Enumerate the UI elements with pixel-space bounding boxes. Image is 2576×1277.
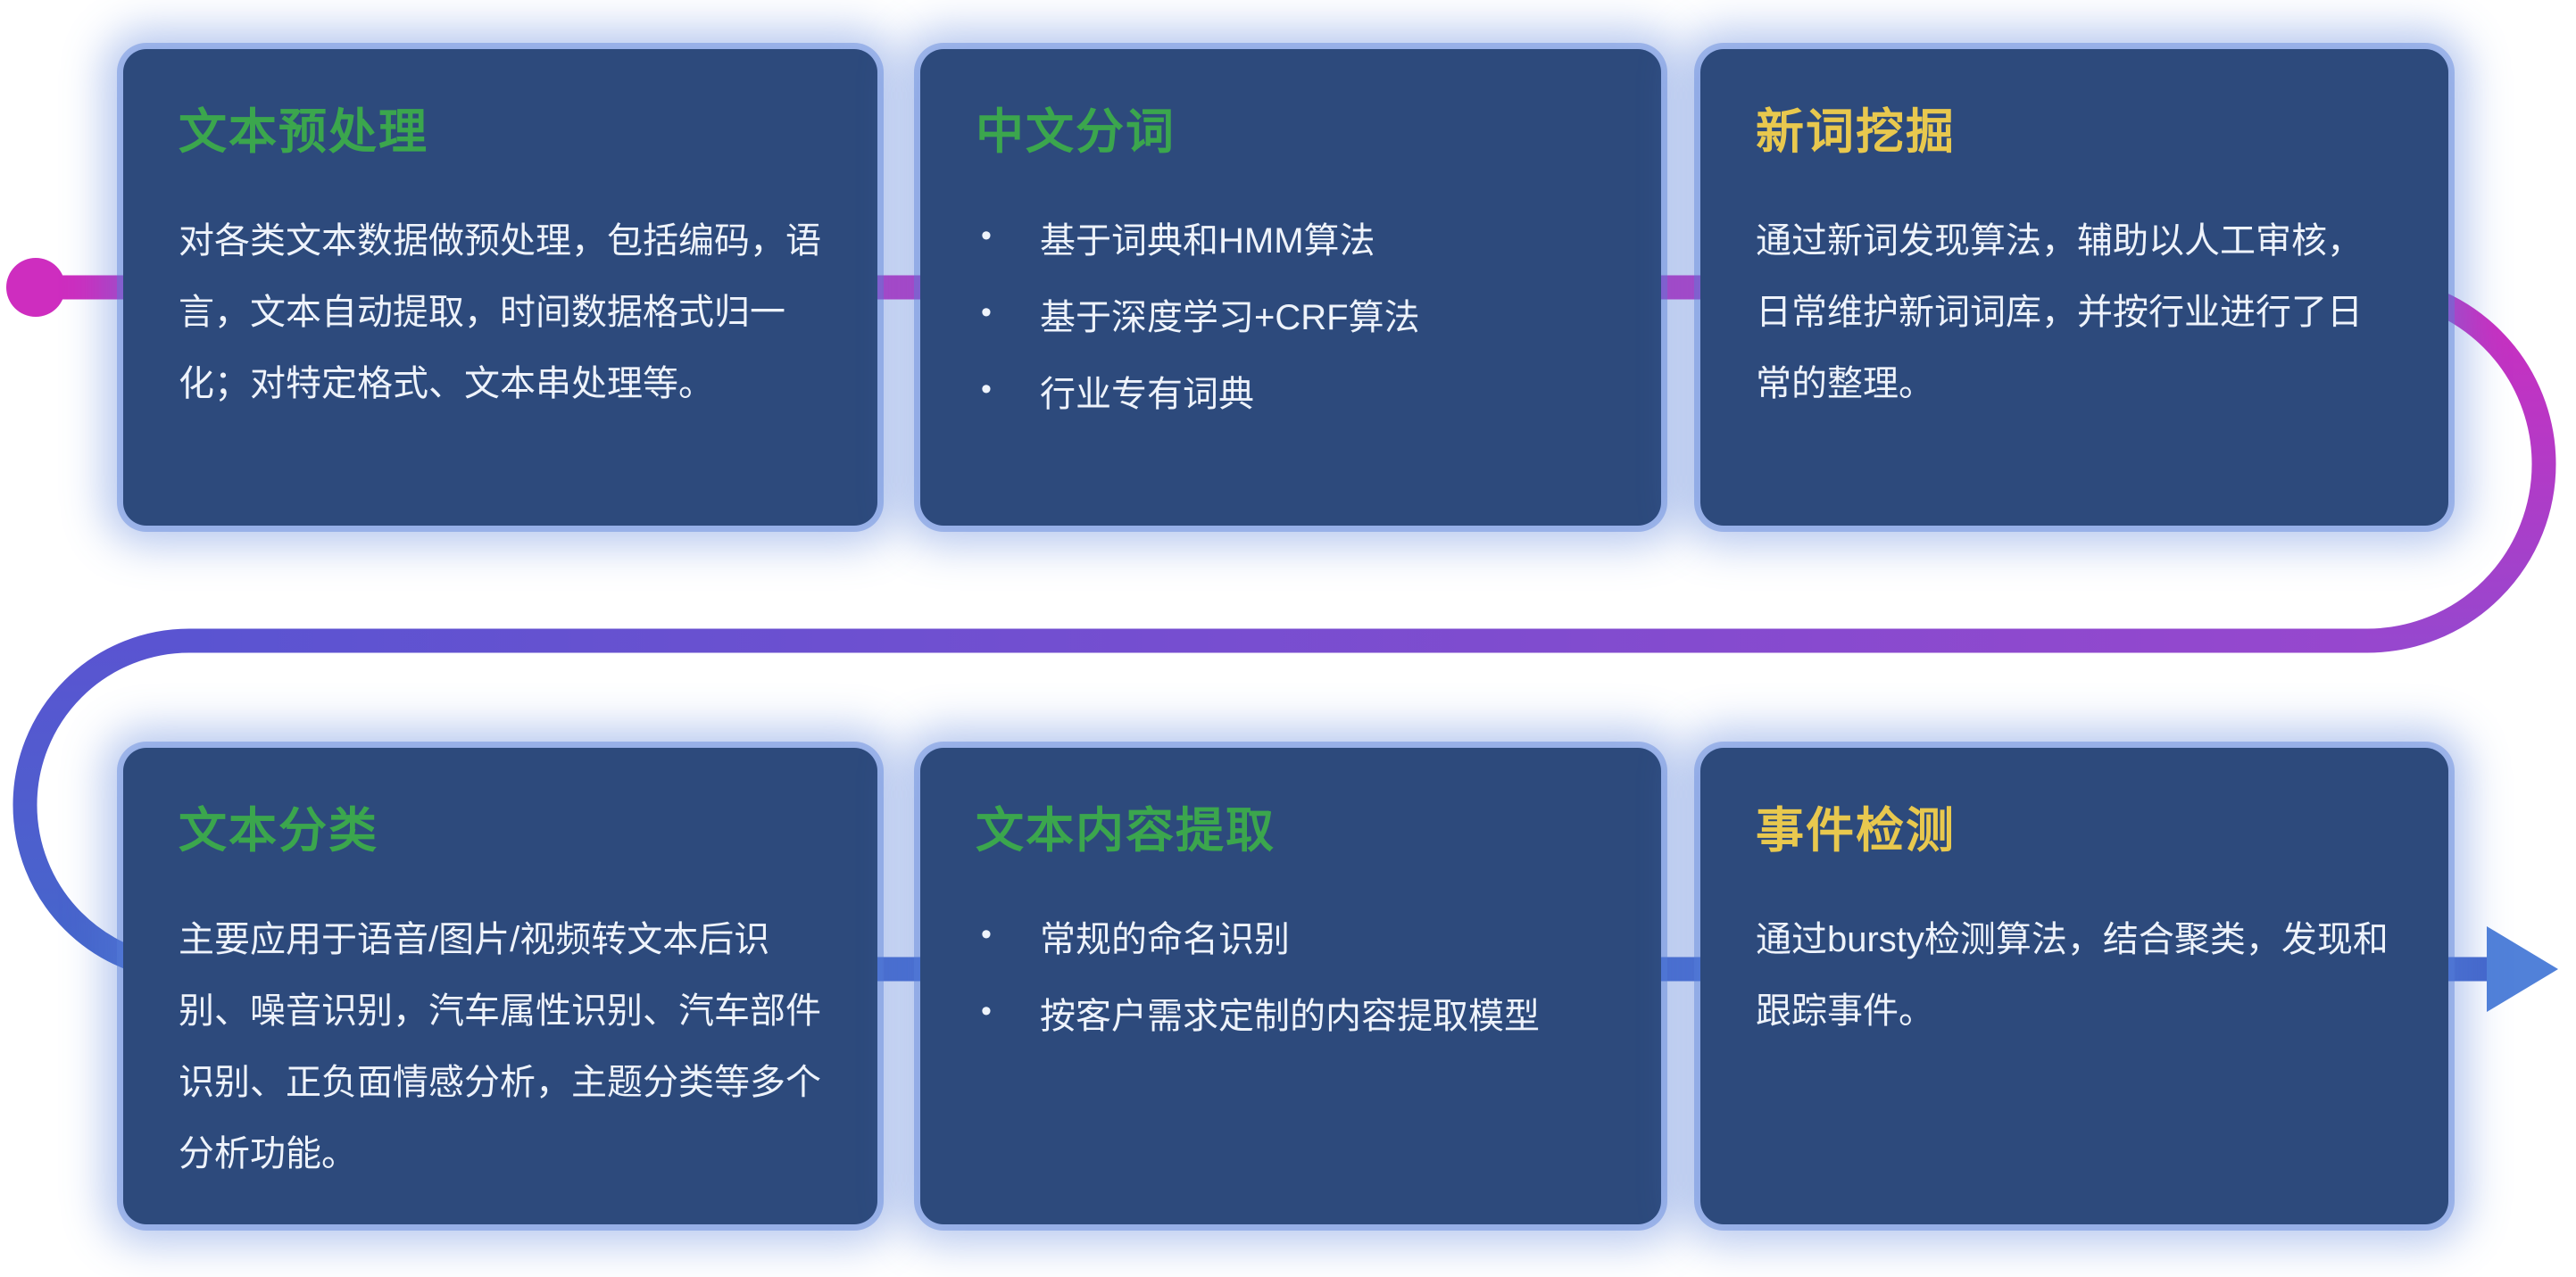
- bullet-text: 行业专有词典: [1040, 375, 1254, 414]
- list-item: • 常规的命名识别: [976, 904, 1606, 975]
- card-chinese-word-segmentation: 中文分词 • 基于词典和HMM算法 • 基于深度学习+CRF算法 • 行业专有词…: [920, 49, 1661, 526]
- list-item: • 基于词典和HMM算法: [976, 205, 1606, 277]
- card-body: 通过bursty检测算法，结合聚类，发现和跟踪事件。: [1756, 920, 2389, 1031]
- card-title: 文本预处理: [179, 105, 428, 159]
- bullet-text: 基于词典和HMM算法: [1040, 221, 1375, 261]
- card-new-word-mining: 新词挖掘 通过新词发现算法，辅助以人工审核，日常维护新词词库，并按行业进行了日常…: [1700, 49, 2448, 526]
- bullet-list: • 常规的命名识别 • 按客户需求定制的内容提取模型: [976, 904, 1606, 1057]
- bullet-icon: •: [981, 219, 992, 253]
- bullet-list: • 基于词典和HMM算法 • 基于深度学习+CRF算法 • 行业专有词典: [976, 205, 1606, 435]
- list-item: • 基于深度学习+CRF算法: [976, 282, 1606, 353]
- bullet-icon: •: [981, 917, 992, 951]
- bullet-text: 基于深度学习+CRF算法: [1040, 298, 1420, 337]
- bullet-icon: •: [981, 372, 992, 406]
- bullet-text: 按客户需求定制的内容提取模型: [1040, 997, 1540, 1036]
- card-title: 文本分类: [179, 804, 378, 858]
- card-body: 对各类文本数据做预处理，包括编码，语言，文本自动提取，时间数据格式归一化；对特定…: [179, 221, 821, 403]
- flow-curve-left: [12, 628, 190, 982]
- flow-curve-right: [2366, 275, 2556, 653]
- card-text-classification: 文本分类 主要应用于语音/图片/视频转文本后识别、噪音识别，汽车属性识别、汽车部…: [123, 748, 877, 1224]
- card-title: 中文分词: [976, 105, 1176, 159]
- card-text-preprocessing: 文本预处理 对各类文本数据做预处理，包括编码，语言，文本自动提取，时间数据格式归…: [123, 49, 877, 526]
- card-title: 文本内容提取: [976, 804, 1276, 858]
- bullet-icon: •: [981, 994, 992, 1028]
- card-body: 主要应用于语音/图片/视频转文本后识别、噪音识别，汽车属性识别、汽车部件识别、正…: [179, 920, 821, 1173]
- card-title: 新词挖掘: [1756, 105, 1956, 159]
- card-event-detection: 事件检测 通过bursty检测算法，结合聚类，发现和跟踪事件。: [1700, 748, 2448, 1224]
- list-item: • 行业专有词典: [976, 359, 1606, 430]
- list-item: • 按客户需求定制的内容提取模型: [976, 981, 1606, 1052]
- flow-start-dot: [6, 258, 65, 317]
- card-body: 通过新词发现算法，辅助以人工审核，日常维护新词词库，并按行业进行了日常的整理。: [1756, 221, 2363, 403]
- card-title: 事件检测: [1756, 804, 1956, 858]
- bullet-icon: •: [981, 295, 992, 329]
- flow-arrow-icon: [2487, 926, 2558, 1012]
- card-text-content-extraction: 文本内容提取 • 常规的命名识别 • 按客户需求定制的内容提取模型: [920, 748, 1661, 1224]
- bullet-text: 常规的命名识别: [1040, 920, 1290, 959]
